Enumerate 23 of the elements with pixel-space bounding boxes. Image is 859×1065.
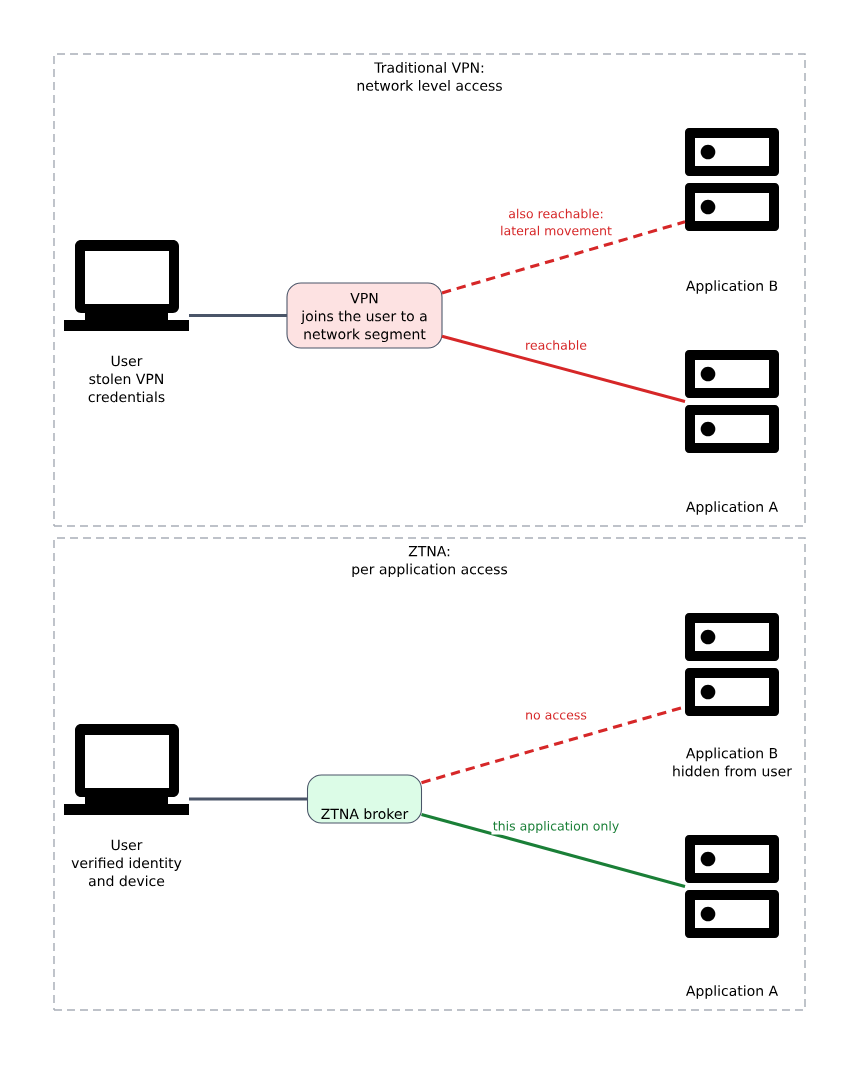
laptop-icon	[64, 240, 189, 331]
connector-line	[189, 313, 287, 318]
node-label: Application B	[685, 280, 778, 294]
node-label: User stolen VPN credentials	[88, 355, 165, 403]
connector-line	[421, 813, 686, 888]
edge-label: this application only	[491, 819, 621, 835]
server-icon	[685, 350, 779, 453]
dashed-line	[441, 220, 686, 295]
connector-line	[189, 797, 308, 801]
rounded-box: ZTNA broker	[306, 774, 423, 824]
edge-label: also reachable: lateral movement	[498, 207, 614, 237]
node-label: Application B hidden from user	[673, 747, 792, 777]
edge-label: reachable	[523, 338, 589, 352]
server-icon	[685, 613, 779, 716]
rounded-box: VPN joins the user to a network segment	[286, 282, 443, 349]
laptop-icon	[64, 724, 189, 815]
node-label: Application A	[686, 501, 778, 515]
connector-line	[441, 334, 686, 403]
edge-label: no access	[523, 711, 589, 721]
node-label: User verified identity and device	[71, 839, 182, 887]
server-icon	[685, 835, 779, 938]
server-icon	[685, 128, 779, 231]
node-label: Application A	[686, 985, 778, 999]
